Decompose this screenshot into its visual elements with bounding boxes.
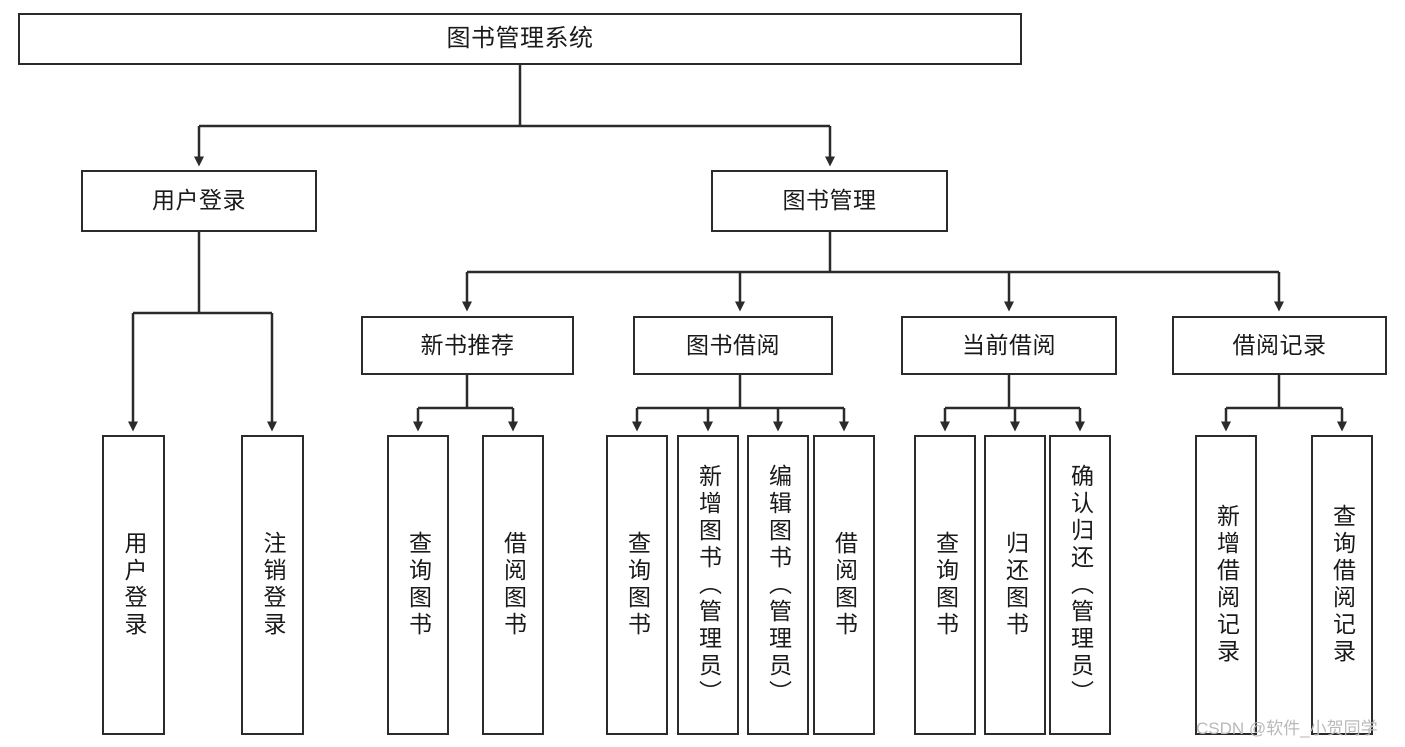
node-label: 查询图书 bbox=[932, 531, 959, 639]
leaf-borrow-borrow-book[interactable]: 借阅图书 bbox=[813, 435, 875, 735]
leaf-user-login[interactable]: 用户登录 bbox=[102, 435, 165, 735]
node-label: 归还图书 bbox=[1002, 531, 1029, 639]
leaf-record-add[interactable]: 新增借阅记录 bbox=[1195, 435, 1257, 735]
node-label: 查询借阅记录 bbox=[1329, 504, 1356, 666]
node-user-login[interactable]: 用户登录 bbox=[81, 170, 317, 232]
node-current-borrow[interactable]: 当前借阅 bbox=[901, 316, 1117, 375]
leaf-new-query-book[interactable]: 查询图书 bbox=[387, 435, 449, 735]
node-label: 借阅图书 bbox=[500, 531, 527, 639]
node-label: 借阅记录 bbox=[1232, 331, 1327, 358]
node-label: 图书借阅 bbox=[686, 331, 780, 358]
leaf-borrow-add-book[interactable]: 新增图书（管理员） bbox=[677, 435, 739, 735]
leaf-record-query[interactable]: 查询借阅记录 bbox=[1311, 435, 1373, 735]
leaf-current-query-book[interactable]: 查询图书 bbox=[914, 435, 976, 735]
node-label: 新增借阅记录 bbox=[1213, 504, 1240, 666]
leaf-borrow-edit-book[interactable]: 编辑图书（管理员） bbox=[747, 435, 809, 735]
node-label: 查询图书 bbox=[624, 531, 651, 639]
leaf-logout-login[interactable]: 注销登录 bbox=[241, 435, 304, 735]
leaf-borrow-query-book[interactable]: 查询图书 bbox=[606, 435, 668, 735]
node-label: 用户登录 bbox=[152, 187, 246, 214]
leaf-new-borrow-book[interactable]: 借阅图书 bbox=[482, 435, 544, 735]
node-label: 确认归还（管理员） bbox=[1067, 463, 1094, 707]
node-label: 注销登录 bbox=[260, 531, 286, 639]
node-borrow-record[interactable]: 借阅记录 bbox=[1172, 316, 1387, 375]
node-label: 新书推荐 bbox=[420, 331, 515, 358]
node-label: 用户登录 bbox=[121, 531, 147, 639]
node-root-system[interactable]: 图书管理系统 bbox=[18, 13, 1022, 65]
leaf-current-return-book[interactable]: 归还图书 bbox=[984, 435, 1046, 735]
leaf-current-confirm-return[interactable]: 确认归还（管理员） bbox=[1049, 435, 1111, 735]
node-book-borrow[interactable]: 图书借阅 bbox=[633, 316, 833, 375]
node-label: 当前借阅 bbox=[962, 331, 1056, 358]
node-book-management[interactable]: 图书管理 bbox=[711, 170, 948, 232]
node-label: 借阅图书 bbox=[831, 531, 858, 639]
node-label: 图书管理 bbox=[782, 187, 877, 214]
watermark: CSDN @软件_小贺同学 bbox=[1196, 719, 1378, 738]
node-label: 新增图书（管理员） bbox=[695, 463, 722, 707]
node-label: 图书管理系统 bbox=[446, 24, 594, 52]
node-label: 编辑图书（管理员） bbox=[765, 463, 792, 707]
node-label: 查询图书 bbox=[405, 531, 432, 639]
node-new-book-recommend[interactable]: 新书推荐 bbox=[361, 316, 574, 375]
